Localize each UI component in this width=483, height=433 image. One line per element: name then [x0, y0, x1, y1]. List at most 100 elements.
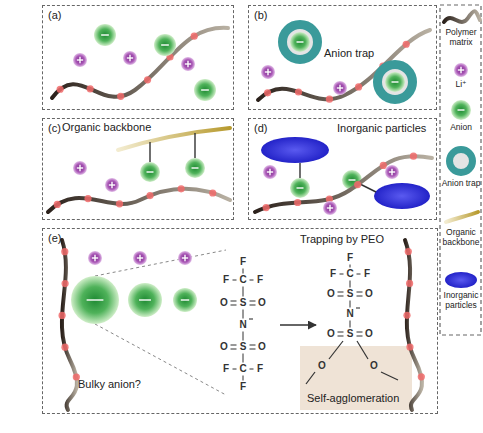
anion	[385, 72, 405, 92]
tether	[149, 142, 150, 162]
chemical-bond	[350, 265, 351, 268]
charge-sign	[79, 57, 80, 63]
charge-sign	[391, 169, 392, 175]
chemical-bond	[250, 369, 254, 370]
zoom-line	[95, 250, 226, 276]
coordination-site	[178, 185, 185, 192]
li-ion	[454, 63, 468, 77]
atom-symbol: F	[223, 275, 229, 285]
coordination-site	[54, 201, 61, 208]
annotation-label: Organic backbone	[62, 121, 151, 133]
chemical-bond	[243, 354, 244, 363]
li-ion	[323, 201, 337, 215]
anion	[290, 178, 310, 198]
legend-text: Anion trap	[440, 179, 482, 189]
coordination-site	[87, 85, 94, 92]
chemical-bond	[338, 336, 344, 337]
anion	[290, 32, 310, 52]
polymer-chain	[255, 156, 432, 212]
legend-text: Polymer matrix	[440, 28, 482, 48]
chemical-bond	[231, 345, 237, 346]
polymer-chain	[48, 189, 230, 212]
chemical-bond	[243, 287, 244, 297]
coordination-site	[61, 344, 68, 351]
coordination-site	[326, 96, 333, 103]
li-ion	[105, 178, 119, 192]
anion	[94, 24, 116, 46]
charge-sign	[460, 67, 461, 73]
coordination-site	[117, 93, 124, 100]
anion	[173, 288, 197, 312]
tether	[194, 133, 195, 158]
atom-symbol: F	[257, 275, 263, 285]
coordination-site	[191, 33, 198, 40]
charge-sign	[249, 318, 253, 319]
charge-sign	[201, 89, 209, 90]
peo-bond	[381, 372, 398, 380]
coordination-site	[57, 86, 64, 93]
chemical-bond	[243, 310, 244, 319]
chemical-bond	[350, 281, 351, 288]
coordination-site	[144, 76, 151, 83]
charge-sign	[329, 205, 330, 211]
chemical-bond	[340, 274, 344, 275]
coordination-site	[84, 195, 91, 202]
annotation-label: Bulky anion?	[78, 378, 141, 390]
chemical-bond	[357, 296, 363, 297]
atom-symbol: O	[327, 329, 335, 339]
coordination-site	[418, 373, 425, 380]
coordination-site	[263, 204, 270, 211]
li-ion	[133, 251, 147, 265]
li-ion	[73, 161, 87, 175]
polymer-chain	[405, 240, 422, 410]
annotation-label: Anion trap	[324, 47, 374, 59]
chemical-bond	[357, 274, 361, 275]
chemical-bond	[350, 321, 351, 328]
inorganic-particle	[374, 183, 430, 209]
charge-sign	[269, 169, 270, 175]
panel-label: (b)	[254, 9, 431, 21]
atom-symbol: O	[370, 361, 378, 371]
li-ion	[263, 165, 277, 179]
chemical-bond	[231, 305, 237, 306]
charge-sign	[147, 171, 154, 172]
chemical-bond	[338, 332, 344, 333]
atom-symbol: F	[347, 253, 353, 263]
coordination-site	[405, 248, 412, 255]
legend-text: Li⁺	[440, 80, 482, 90]
legend-text: Anion	[440, 123, 482, 133]
chemical-bond	[250, 345, 256, 346]
atom-symbol: O	[365, 289, 373, 299]
atom-symbol: F	[330, 269, 336, 279]
atom-symbol: F	[223, 364, 229, 374]
atom-symbol: S	[347, 289, 354, 299]
chemical-bond	[338, 296, 344, 297]
chemical-bond	[357, 332, 363, 333]
li-ion	[178, 251, 192, 265]
anion	[154, 34, 176, 56]
li-ion	[88, 251, 102, 265]
tether	[299, 163, 300, 178]
coordination-site	[146, 192, 153, 199]
atom-symbol: O	[258, 298, 266, 308]
charge-sign	[79, 165, 80, 171]
chemical-bond	[338, 292, 344, 293]
inorganic-particle	[261, 137, 329, 163]
li-ion	[181, 57, 195, 71]
legend-frame	[440, 5, 481, 335]
chemical-bond	[250, 349, 256, 350]
anion	[128, 283, 162, 317]
charge-sign	[267, 69, 268, 75]
annotation-label: Inorganic particles	[337, 122, 426, 134]
atom-symbol: N	[239, 320, 246, 330]
coordination-site	[295, 88, 302, 95]
coordination-site	[354, 181, 361, 188]
panel-box: (a)	[42, 5, 234, 110]
chemical-bond	[250, 280, 254, 281]
coordination-site	[410, 153, 417, 160]
atom-symbol: S	[347, 329, 354, 339]
charge-sign	[139, 299, 151, 300]
organic-backbone	[446, 212, 478, 222]
chemical-bond	[250, 301, 256, 302]
peo-bond	[306, 372, 315, 384]
